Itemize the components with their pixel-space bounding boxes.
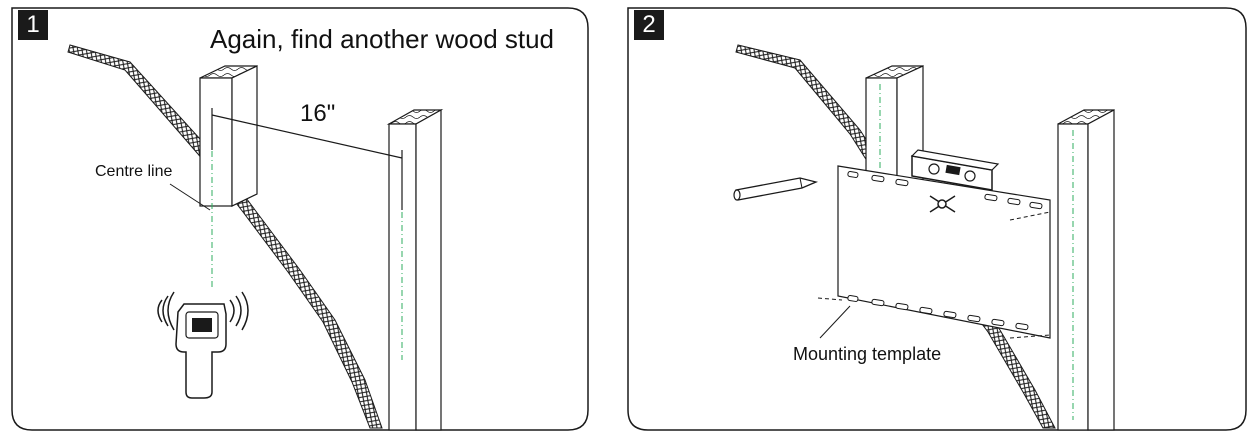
centre-line-label: Centre line	[95, 163, 173, 180]
spirit-level-icon	[910, 149, 1000, 191]
mounting-template	[817, 165, 1051, 339]
callout-leader-1	[169, 183, 211, 211]
callout-leader-2	[819, 305, 851, 339]
dimension-line-16in	[211, 108, 403, 210]
wood-stud-right-1	[386, 108, 444, 431]
panel-1-frame	[11, 7, 589, 431]
mounting-template-label: Mounting template	[793, 344, 942, 364]
step-badge-2: 2	[634, 10, 664, 40]
stud-finder-icon	[157, 291, 249, 399]
centre-line-2	[879, 84, 1074, 420]
pencil-icon	[733, 177, 819, 201]
step-badge-1: 1	[18, 10, 48, 40]
panel-1-title: Again, find another wood stud	[210, 24, 555, 54]
dimension-label: 16"	[300, 100, 336, 127]
wood-stud-left-1	[199, 65, 258, 207]
wood-stud-right-2	[1057, 108, 1115, 431]
